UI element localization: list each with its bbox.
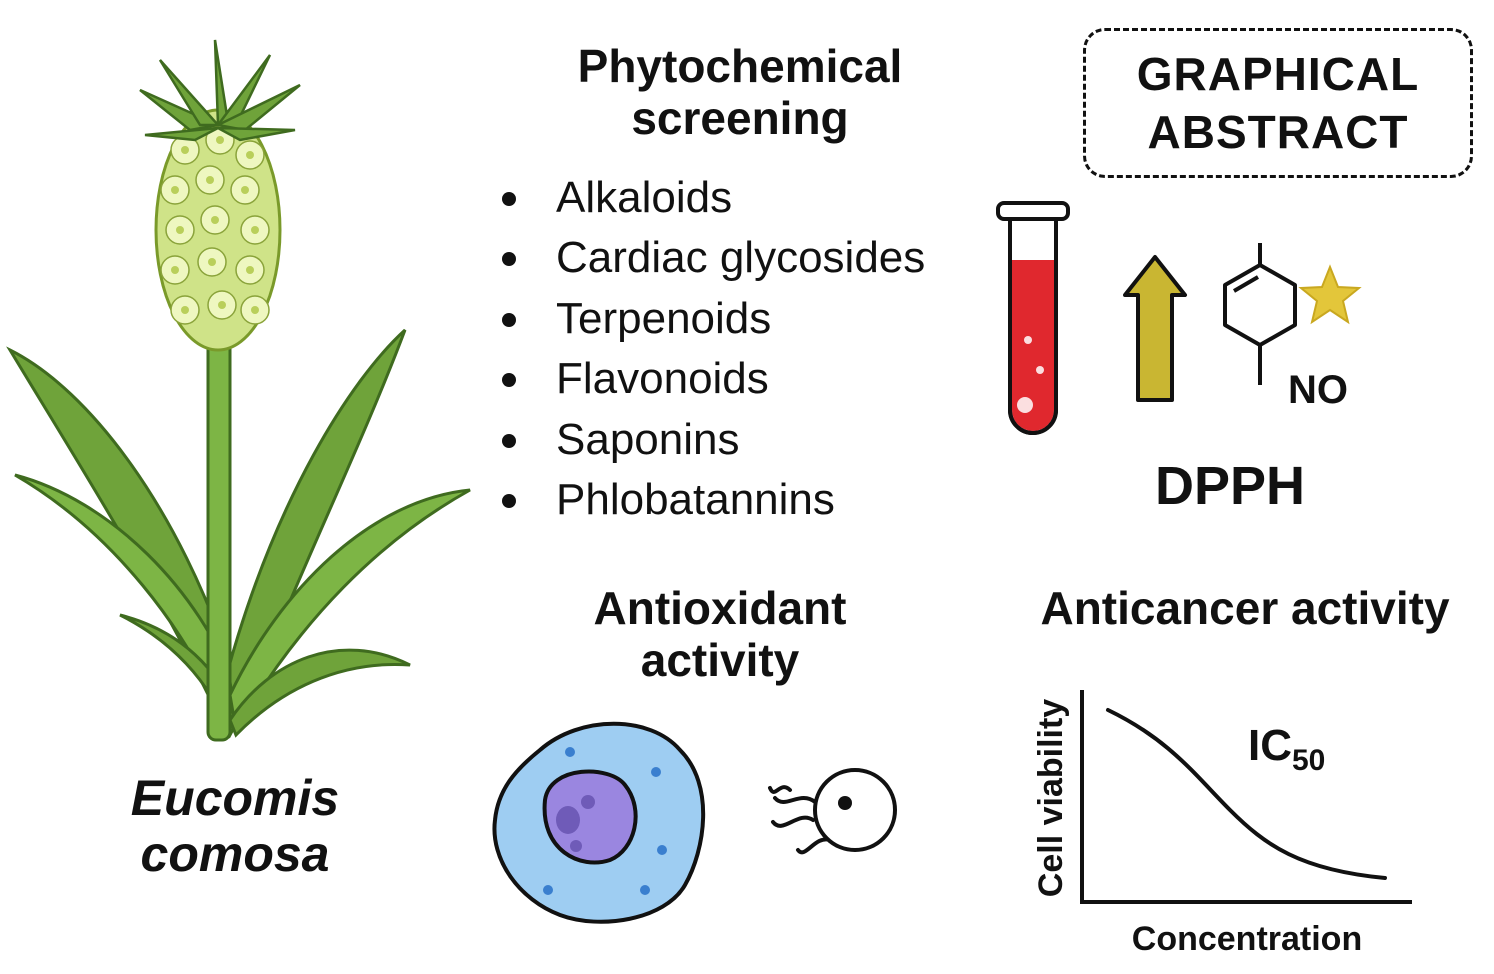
increase-arrow-icon: [1123, 255, 1187, 402]
y-axis-label: Cell viability: [1032, 699, 1070, 897]
plant-species-name: Eucomis comosa: [80, 770, 390, 882]
list-item: Cardiac glycosides: [500, 228, 925, 288]
antioxidant-title-line1: Antioxidant: [593, 582, 847, 634]
plant-leaves: [6, 328, 471, 739]
dpph-assay-illustration: NO: [996, 201, 1362, 435]
list-item: Alkaloids: [500, 168, 925, 228]
leafy-crown: [139, 39, 301, 142]
flower-spike: [154, 108, 282, 352]
phytochemical-screening-title: Phytochemical screening: [520, 40, 960, 144]
list-item: Terpenoids: [500, 289, 925, 349]
compound-list: Alkaloids Cardiac glycosides Terpenoids …: [500, 168, 925, 530]
anticancer-activity-title: Anticancer activity: [1040, 582, 1450, 634]
radical-molecule-icon: [768, 768, 897, 855]
list-item: Phlobatannins: [500, 470, 925, 530]
phytochemical-title-line1: Phytochemical: [577, 40, 903, 92]
test-tube-icon: [996, 201, 1070, 435]
plant-name-genus: Eucomis: [130, 770, 340, 826]
viability-curve: [1106, 708, 1387, 880]
plant-name-species: comosa: [140, 826, 330, 882]
list-item: Flavonoids: [500, 349, 925, 409]
cell-icon: [492, 721, 706, 924]
dose-response-chart: Cell viability Concentration IC50: [1032, 690, 1412, 958]
molecule-label: NO: [1288, 368, 1348, 412]
antioxidant-cells-illustration: [492, 721, 897, 924]
x-axis-label: Concentration: [1132, 920, 1362, 958]
antioxidant-title-line2: activity: [640, 634, 800, 686]
ic50-main: IC: [1248, 721, 1292, 770]
eucomis-plant-illustration: [6, 39, 471, 742]
graphical-abstract-badge: GRAPHICAL ABSTRACT: [1083, 28, 1473, 178]
molecule-structure-icon: [1223, 243, 1297, 385]
ic50-label: IC50: [1248, 721, 1325, 777]
phytochemical-title-line2: screening: [631, 92, 849, 144]
ic50-subscript: 50: [1292, 744, 1325, 777]
graphical-abstract-line1: GRAPHICAL: [1136, 48, 1420, 100]
dpph-label: DPPH: [1154, 456, 1306, 516]
star-icon: [1298, 264, 1362, 325]
graphical-abstract-line2: ABSTRACT: [1147, 106, 1409, 158]
list-item: Saponins: [500, 410, 925, 470]
plant-stalk: [206, 328, 232, 742]
antioxidant-activity-title: Antioxidant activity: [540, 582, 900, 686]
